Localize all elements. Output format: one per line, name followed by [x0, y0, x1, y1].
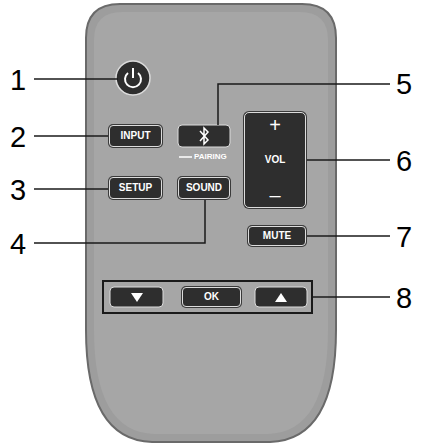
callout-number: 4 [10, 230, 26, 259]
input-button: INPUT [109, 125, 162, 147]
volume-button: + VOL – [244, 112, 306, 208]
button-label: VOL [265, 155, 286, 165]
pairing-label: PAIRING [194, 153, 227, 161]
remote-body-shade [94, 12, 328, 434]
button-label: MUTE [263, 231, 291, 241]
mute-button: MUTE [248, 226, 306, 246]
bluetooth-button [178, 125, 230, 147]
button-label: – [269, 185, 280, 205]
ok-button: OK [182, 287, 241, 307]
button-label: SETUP [119, 183, 152, 193]
up-button [255, 287, 307, 307]
callout-number: 8 [396, 284, 412, 313]
pairing-dash [179, 156, 192, 158]
callout-number: 7 [396, 223, 412, 252]
power-button [116, 61, 150, 95]
button-label: SOUND [186, 183, 222, 193]
callout-number: 5 [396, 70, 412, 99]
callout-number: 1 [10, 66, 26, 95]
callout-number: 2 [10, 123, 26, 152]
callout-number: 6 [396, 147, 412, 176]
button-label: OK [204, 292, 219, 302]
setup-button: SETUP [109, 177, 162, 199]
remote-body [86, 4, 336, 442]
cursor-button-frame [103, 281, 312, 313]
down-button [110, 287, 163, 307]
button-label: INPUT [121, 131, 151, 141]
button-label: + [269, 115, 281, 135]
sound-button: SOUND [178, 177, 230, 199]
callout-number: 3 [10, 176, 26, 205]
leader-lines [34, 79, 390, 297]
